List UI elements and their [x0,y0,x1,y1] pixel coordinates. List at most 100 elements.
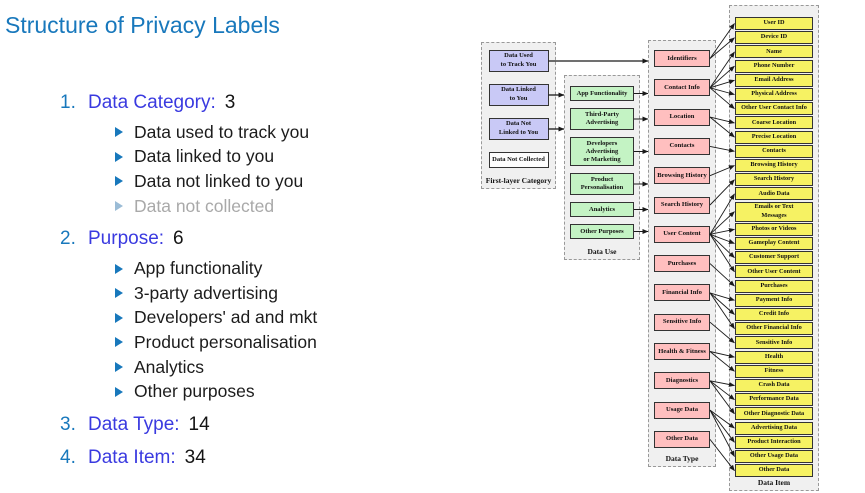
diagram-node-other-purposes: Other Purposes [570,224,634,239]
diagram-node-identifiers: Identifiers [654,50,710,67]
diagram-node-contact-info: Contact Info [654,79,710,97]
bullet-triangle-icon [115,176,123,187]
outline-item-number: 1. [60,92,76,113]
outline-item-value: 34 [184,446,206,468]
bullet-triangle-icon [115,337,123,348]
bullet-triangle-icon [115,201,123,212]
list-item: Other purposes [115,379,460,404]
diagram-node-contacts: Contacts [735,144,813,158]
bullet-text: Developers' ad and mkt [134,307,318,328]
diagram-node-contacts: Contacts [654,137,710,155]
diagram-node-app-functionality: App Functionality [570,86,634,101]
diagram-node-other-usage-data: Other Usage Data [735,450,813,463]
page-title: Structure of Privacy Labels [5,12,280,38]
diagram-node-other-data: Other Data [735,464,813,478]
first-layer-category-label: First-layer Category [485,176,552,185]
diagram-node-audio-data: Audio Data [735,187,813,201]
bullet-text: Analytics [134,356,205,377]
outline-item-label: Data Category: [88,92,216,113]
diagram-node-other-data: Other Data [654,430,710,448]
diagram-node-third-party-advertising: Third-Party Advertising [570,108,634,130]
diagram-node-other-financial-info: Other Financial Info [735,322,813,336]
outline-item: 4.Data Item:34 [60,445,460,470]
data-use-label: Data Use [587,247,617,256]
list-item: App functionality [115,256,460,281]
diagram-node-product-interaction: Product Interaction [735,435,813,449]
list-item: Data not collected [115,194,460,219]
diagram-node-other-user-contact-info: Other User Contact Info [735,102,813,116]
diagram-node-analytics: Analytics [570,202,634,217]
diagram-node-search-history: Search History [654,196,710,214]
outline-item-label: Data Item: [88,446,176,468]
diagram-node-user-content: User Content [654,225,710,243]
bullet-triangle-icon [115,151,123,162]
outline-item-label: Data Type: [88,413,180,435]
bullet-text: Other purposes [134,381,255,402]
diagram-node-data-linked-to-you: Data Linked to You [488,84,549,106]
diagram-node-precise-location: Precise Location [735,130,813,144]
data-type-label: Data Type [665,454,699,463]
privacy-labels-diagram: First-layer Category Data Use Data Type … [475,0,865,493]
outline-item-value: 14 [188,413,210,435]
diagram-node-data-not-linked-to-you: Data Not Linked to You [488,118,549,140]
list-item: Data used to track you [115,120,460,145]
outline-item-number: 3. [60,413,76,435]
diagram-node-purchases: Purchases [654,255,710,273]
outline-item-value: 6 [173,228,184,250]
diagram-node-data-used-to-track-you: Data Used to Track You [488,50,549,72]
diagram-node-health: Health [735,350,813,364]
diagram-node-diagnostics: Diagnostics [654,372,710,390]
diagram-node-phone-number: Phone Number [735,59,813,73]
diagram-node-search-history: Search History [735,173,813,187]
diagram-node-photos-or-videos: Photos or Videos [735,222,813,236]
diagram-node-usage-data: Usage Data [654,401,710,419]
diagram-node-crash-data: Crash Data [735,379,813,392]
diagram-node-advertising-data: Advertising Data [735,421,813,435]
diagram-node-device-id: Device ID [735,31,813,45]
outline-item: 2.Purpose:6 [60,226,460,251]
diagram-node-data-not-collected: Data Not Collected [488,152,549,168]
diagram-node-sensitive-info: Sensitive Info [654,313,710,331]
list-item: Product personalisation [115,330,460,355]
diagram-node-fitness: Fitness [735,364,813,378]
diagram-node-customer-support: Customer Support [735,251,813,265]
diagram-node-coarse-location: Coarse Location [735,116,813,130]
list-item: Developers' ad and mkt [115,306,460,331]
bullet-text: Data used to track you [134,121,310,142]
bullet-text: 3-party advertising [134,282,278,303]
diagram-node-user-id: User ID [735,17,813,30]
diagram-node-emails-or-text-messages: Emails or Text Messages [735,201,813,222]
diagram-node-financial-info: Financial Info [654,284,710,302]
diagram-node-health-fitness: Health & Fitness [654,343,710,360]
diagram-node-location: Location [654,108,710,126]
outline-item-label: Purpose: [88,228,165,250]
bullet-triangle-icon [115,127,123,138]
diagram-node-name: Name [735,45,813,59]
diagram-node-developers-advertising-or-marketing: Developers Advertising or Marketing [570,137,634,166]
diagram-node-purchases: Purchases [735,279,813,293]
diagram-node-gameplay-content: Gameplay Content [735,237,813,250]
diagram-node-payment-info: Payment Info [735,293,813,307]
diagram-node-email-address: Email Address [735,73,813,87]
diagram-node-other-diagnostic-data: Other Diagnostic Data [735,407,813,421]
diagram-node-performance-data: Performance Data [735,393,813,407]
bullet-triangle-icon [115,312,123,323]
bullet-triangle-icon [115,288,123,299]
list-item: 3-party advertising [115,281,460,306]
bullet-text: Data not collected [134,195,275,216]
list-item: Data not linked to you [115,169,460,194]
bullet-triangle-icon [115,386,123,397]
diagram-node-browsing-history: Browsing History [654,167,710,185]
outline-item: 3. Data Type: 14 [60,412,460,437]
bullet-text: Product personalisation [134,331,317,352]
data-item-label: Data Item [757,478,791,487]
diagram-node-product-personalisation: Product Personalisation [570,173,634,195]
bullet-text: Data linked to you [134,146,275,167]
diagram-node-other-user-content: Other User Content [735,265,813,279]
diagram-node-credit-info: Credit Info [735,308,813,321]
bullet-triangle-icon [115,362,123,373]
